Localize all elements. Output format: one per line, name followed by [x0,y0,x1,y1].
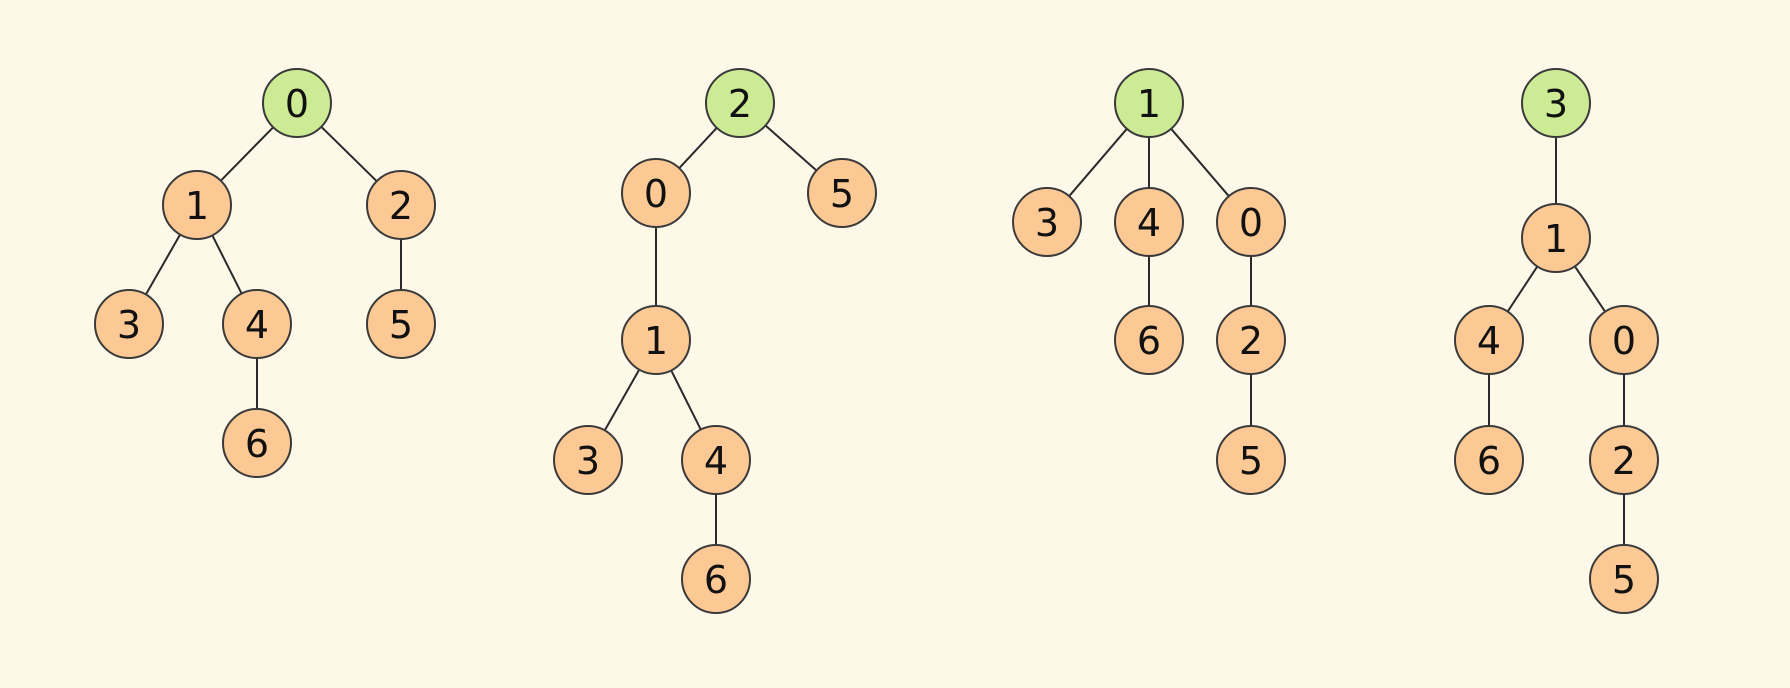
tree-1-node: 2 [366,170,436,240]
tree-1-edge-0-1 [220,126,274,182]
node-circle [621,305,691,375]
tree-1-node: 5 [366,289,436,359]
tree-3-edge-1-0 [1170,128,1230,197]
node-circle [366,289,436,359]
tree-2-node: 5 [807,158,877,228]
tree-2-node: 4 [681,425,751,495]
node-circle [1012,187,1082,257]
tree-1-edge-0-2 [320,126,378,182]
tree-1-node: 6 [222,408,292,478]
node-circle [1216,425,1286,495]
tree-4-node: 1 [1521,203,1591,273]
node-circle [366,170,436,240]
tree-2-node: 1 [621,305,691,375]
node-label: 4 [704,439,728,483]
node-circle [1114,187,1184,257]
tree-3-node: 3 [1012,187,1082,257]
node-circle [1589,544,1659,614]
node-label: 1 [644,319,668,363]
tree-3-node: 4 [1114,187,1184,257]
node-label: 2 [1612,439,1636,483]
node-circle [94,289,164,359]
edges-layer [145,124,1625,545]
node-label: 0 [1239,201,1263,245]
node-circle [1216,187,1286,257]
node-label: 5 [830,172,854,216]
node-label: 1 [1544,217,1568,261]
tree-4-node: 2 [1589,425,1659,495]
tree-3-node: 0 [1216,187,1286,257]
node-circle [222,289,292,359]
nodes-layer: 0 1 2 3 4 6 5 2 0 5 1 3 4 6 1 3 4 0 6 2 5 3 1 4 0 6 2 5 [94,68,1659,614]
tree-4-edge-1-4 [1506,265,1539,313]
tree-3-root-node: 1 [1114,68,1184,138]
tree-4-node: 4 [1454,305,1524,375]
tree-1-root-node: 0 [262,68,332,138]
tree-3-node: 2 [1216,305,1286,375]
node-label: 5 [389,303,413,347]
node-label: 1 [1137,82,1161,126]
tree-4-node: 5 [1589,544,1659,614]
node-label: 2 [389,184,413,228]
node-circle [621,158,691,228]
tree-4-root-node: 3 [1521,68,1591,138]
node-circle [1454,425,1524,495]
node-circle [162,170,232,240]
node-label: 6 [1477,439,1501,483]
node-circle [681,425,751,495]
node-label: 0 [1612,319,1636,363]
node-label: 6 [245,422,269,466]
tree-4-node: 6 [1454,425,1524,495]
node-label: 2 [728,82,752,126]
tree-2-node: 6 [681,544,751,614]
root-node-circle [1521,68,1591,138]
tree-2-edge-1-4 [670,369,702,431]
node-circle [1216,305,1286,375]
node-label: 3 [1544,82,1568,126]
node-label: 4 [245,303,269,347]
node-circle [1589,425,1659,495]
node-label: 4 [1477,319,1501,363]
tree-1-node: 1 [162,170,232,240]
node-circle [553,425,623,495]
node-circle [1589,305,1659,375]
node-circle [222,408,292,478]
node-circle [807,158,877,228]
node-label: 3 [1035,201,1059,245]
tree-1-node: 4 [222,289,292,359]
tree-1-edge-1-3 [145,234,181,295]
node-label: 2 [1239,319,1263,363]
tree-2-root-node: 2 [705,68,775,138]
tree-2-node: 0 [621,158,691,228]
node-label: 5 [1239,439,1263,483]
root-node-circle [262,68,332,138]
node-circle [1454,305,1524,375]
node-label: 6 [704,558,728,602]
node-label: 6 [1137,319,1161,363]
tree-2-edge-1-3 [603,369,641,431]
tree-2-edge-2-0 [678,127,718,169]
tree-3-node: 6 [1114,305,1184,375]
node-label: 5 [1612,558,1636,602]
tree-2-node: 3 [553,425,623,495]
tree-3-node: 5 [1216,425,1286,495]
node-label: 0 [644,172,668,216]
tree-1-edge-1-4 [211,234,243,295]
node-label: 3 [576,439,600,483]
root-node-circle [705,68,775,138]
node-label: 0 [285,82,309,126]
tree-3-edge-1-3 [1068,128,1128,197]
node-circle [1114,305,1184,375]
node-circle [1521,203,1591,273]
node-label: 4 [1137,201,1161,245]
tree-2-edge-2-5 [764,124,818,172]
root-node-circle [1114,68,1184,138]
tree-4-edge-1-0 [1574,265,1606,313]
tree-1-node: 3 [94,289,164,359]
tree-4-node: 0 [1589,305,1659,375]
node-label: 1 [185,184,209,228]
node-label: 3 [117,303,141,347]
node-circle [681,544,751,614]
